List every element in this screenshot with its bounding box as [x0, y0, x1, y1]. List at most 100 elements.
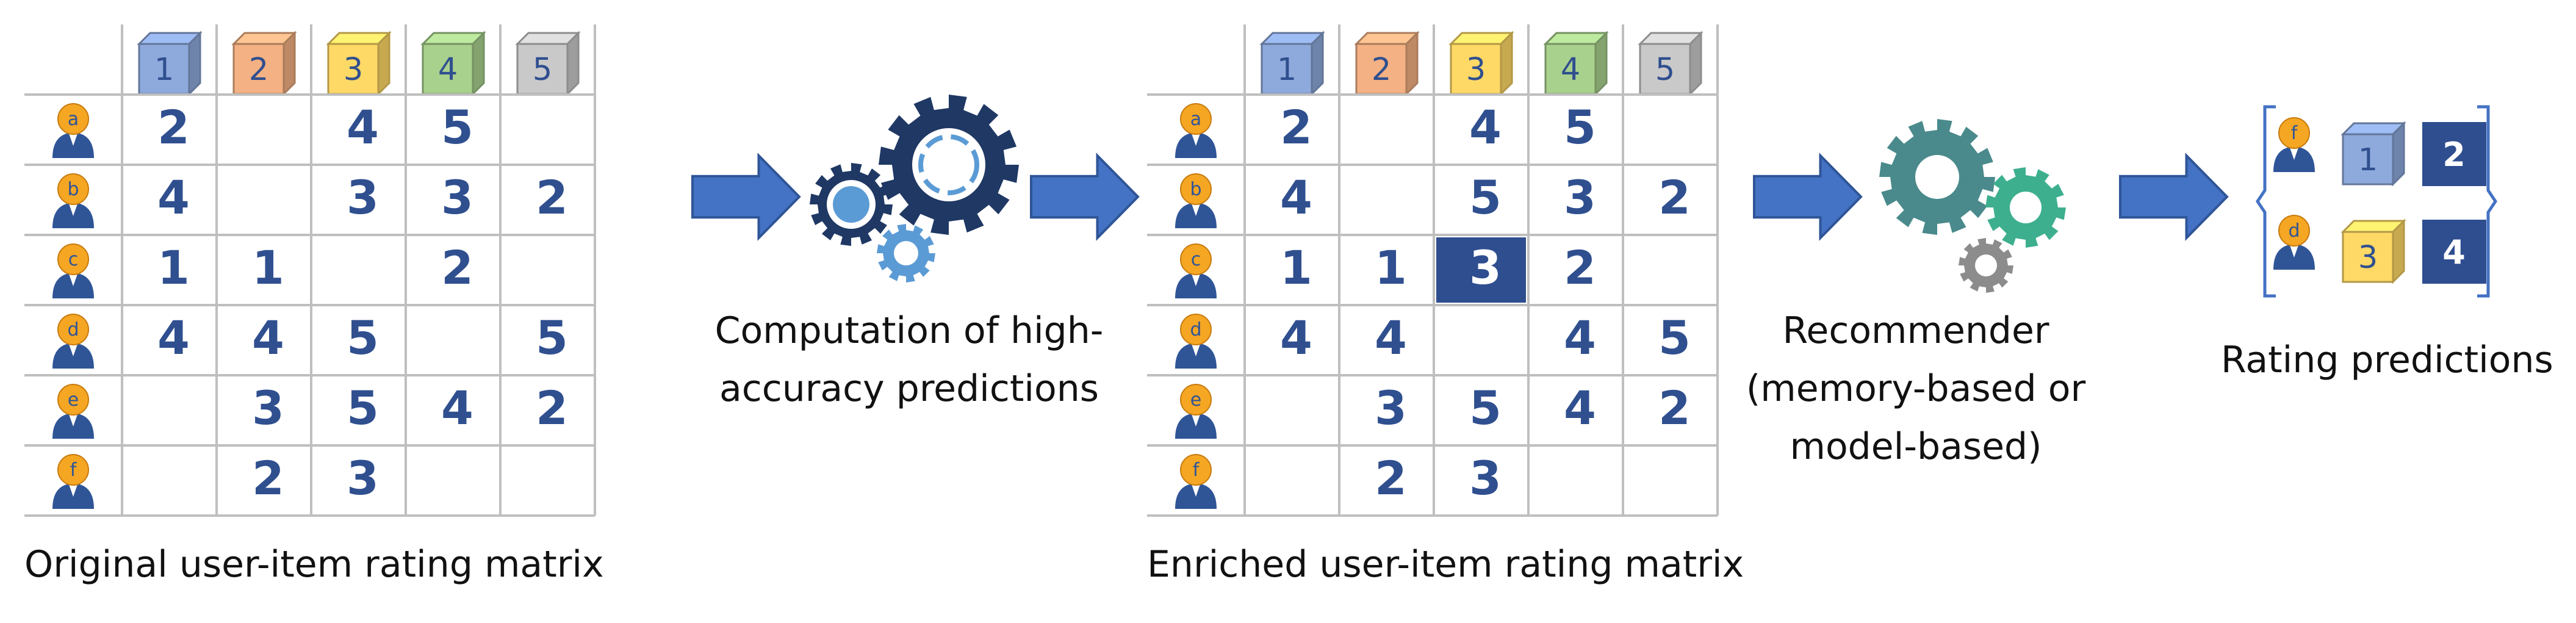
cube-side [1311, 31, 1324, 96]
small-gear-center [833, 186, 869, 223]
cube-label: 2 [1372, 51, 1391, 87]
avatar-letter: c [68, 249, 79, 270]
enriched-rating-cell: 4 [1469, 100, 1502, 154]
original-rating-cell: 4 [347, 100, 379, 154]
cube-front [327, 43, 380, 95]
original-item-cube-3: 3 [326, 31, 392, 96]
avatar-head [57, 103, 89, 135]
avatar-head [1180, 243, 1212, 275]
enriched-rating-cell: 3 [1469, 451, 1502, 505]
original-rating-cell: 4 [441, 381, 473, 435]
recommender-gear-tiny-icon [1959, 238, 2013, 293]
enriched-user-avatar-e: e [1175, 384, 1217, 439]
avatar-collar [1192, 134, 1200, 146]
cube-side [1405, 31, 1419, 96]
enriched-rating-cell: 4 [1280, 170, 1312, 225]
cube-label: 4 [438, 51, 458, 87]
cube-side [2392, 121, 2405, 187]
original-item-cube-1: 1 [137, 31, 203, 96]
avatar-letter: f [2291, 123, 2298, 144]
cube-side [1689, 31, 1702, 96]
enriched-rating-cell: 5 [1564, 100, 1596, 154]
predictions-right-bracket [2477, 105, 2498, 298]
enriched-user-avatar-c: c [1175, 243, 1217, 298]
avatar-letter: b [67, 179, 79, 200]
recommender-gear-icon [1879, 119, 1995, 235]
recommender-label-line2: (memory-based or [1746, 367, 2086, 410]
avatar-head [1180, 454, 1212, 486]
enriched-rating-cell: 5 [1658, 311, 1691, 365]
enriched-user-avatar-d: d [1175, 314, 1217, 369]
original-matrix-caption: Original user-item rating matrix [24, 543, 604, 586]
enriched-rating-cell: 4 [1375, 311, 1407, 365]
computation-label: Computation of high- accuracy prediction… [689, 302, 1129, 418]
gear-hole [1915, 155, 1959, 199]
avatar-collar [69, 344, 77, 356]
prediction-value: 4 [2442, 233, 2466, 272]
cube-front [2342, 133, 2394, 185]
original-item-cube-5: 5 [515, 31, 581, 96]
avatar-letter: c [1191, 249, 1201, 270]
avatar-head [57, 243, 89, 275]
enriched-rating-cell: 2 [1375, 451, 1407, 505]
original-rating-cell: 2 [252, 451, 284, 505]
enriched-item-cube-5: 5 [1638, 31, 1704, 96]
avatar-collar [1192, 204, 1200, 216]
enriched-rating-cell: 5 [1469, 170, 1502, 225]
gear-hole [2010, 192, 2042, 223]
original-rating-cell: 2 [536, 170, 568, 225]
avatar-head [1180, 314, 1212, 345]
cube-label: 1 [2358, 142, 2378, 178]
avatar-letter: f [1193, 459, 1200, 481]
enriched-rating-cell: 5 [1469, 381, 1502, 435]
enriched-rating-cell: 4 [1564, 381, 1596, 435]
original-rating-cell: 4 [157, 311, 190, 365]
avatar-head [57, 314, 89, 345]
predictions-left-bracket [2255, 105, 2276, 298]
enriched-rating-cell: 2 [1658, 381, 1691, 435]
avatar-letter: e [1190, 389, 1201, 411]
avatar-collar [1192, 274, 1200, 286]
avatar-head [1180, 384, 1212, 416]
original-rating-cell: 5 [347, 311, 379, 365]
recommender-label-line1: Recommender [1782, 309, 2049, 352]
avatar-letter: d [1190, 319, 1201, 340]
avatar-head [57, 454, 89, 486]
cube-side [1594, 31, 1608, 96]
enriched-rating-cell: 4 [1564, 311, 1596, 365]
arrow-to-enriched [1030, 153, 1140, 241]
enriched-rating-cell: 3 [1469, 240, 1502, 295]
tiny-gear-icon [877, 224, 935, 283]
original-rating-cell: 3 [252, 381, 284, 435]
avatar-letter: d [2288, 220, 2300, 242]
cube-front [2342, 231, 2394, 283]
avatar-letter: a [1190, 109, 1201, 130]
original-user-avatar-a: a [52, 103, 94, 158]
avatar-letter: f [70, 459, 77, 481]
avatar-collar [69, 274, 77, 286]
original-rating-cell: 3 [347, 170, 379, 225]
gear-hole [894, 241, 918, 265]
avatar-head [2278, 117, 2310, 149]
original-item-cube-2: 2 [231, 31, 297, 96]
prediction-user-avatar-d: d [2273, 215, 2315, 270]
original-rating-cell: 3 [347, 451, 379, 505]
enriched-user-avatar-f: f [1175, 454, 1217, 509]
prediction-item-cube-1: 1 [2340, 121, 2406, 187]
original-rating-cell: 4 [252, 311, 284, 365]
prediction-value-box [2422, 122, 2486, 186]
arrow-to-computation [691, 153, 801, 241]
original-rating-cell: 2 [441, 240, 473, 295]
enriched-rating-cell: 3 [1375, 381, 1407, 435]
cube-side [282, 31, 296, 96]
enriched-rating-cell: 3 [1564, 170, 1596, 225]
cube-label: 4 [1561, 51, 1580, 87]
original-user-avatar-f: f [52, 454, 94, 509]
large-gear-icon [879, 95, 1019, 235]
enriched-user-avatar-a: a [1175, 103, 1217, 158]
original-item-cube-4: 4 [420, 31, 486, 96]
recommender-label-line3: model-based) [1790, 425, 2042, 468]
cube-label: 1 [154, 51, 174, 87]
computation-label-line1: Computation of high- [714, 309, 1104, 352]
